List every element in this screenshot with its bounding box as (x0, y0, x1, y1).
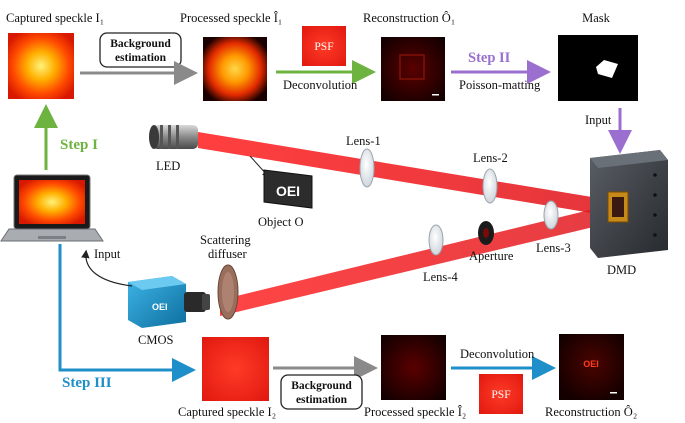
illumination-beam (198, 132, 610, 216)
scattering-label-line1: Scattering (200, 233, 251, 247)
background-estimation-box-2: Background estimation (280, 374, 363, 410)
svg-text:Background: Background (291, 380, 352, 392)
object-text: OEI (276, 183, 300, 199)
cmos-logo: OEI (152, 302, 168, 312)
dmd-icon (590, 150, 668, 258)
reconstruction-2-label: Reconstruction Ô₂ (545, 405, 637, 419)
scattering-diffuser-icon (217, 264, 239, 320)
input-top-label: Input (585, 113, 612, 127)
captured-speckle-1-label: Captured speckle I₁ (6, 11, 104, 25)
svg-text:PSF: PSF (491, 389, 510, 401)
deconvolution-2-label: Deconvolution (460, 347, 535, 361)
reconstruction-2-image: OEI (559, 334, 624, 400)
imaging-beam (220, 206, 606, 316)
processed-speckle-2-label: Processed speckle Î₂ (364, 405, 466, 419)
led-label: LED (156, 159, 180, 173)
object-slide: OEI (263, 169, 313, 209)
svg-text:PSF: PSF (314, 41, 333, 53)
scattering-label-line2: diffuser (208, 247, 247, 261)
svg-text:estimation: estimation (296, 394, 348, 406)
cmos-label: CMOS (138, 333, 173, 347)
aperture-icon (478, 221, 494, 245)
aperture-label: Aperture (469, 249, 514, 263)
arrow-camera-to-laptop (81, 249, 133, 287)
captured-speckle-2-label: Captured speckle I₂ (178, 405, 276, 419)
reconstruction-1-image (381, 37, 445, 101)
arrow-step-3 (58, 244, 196, 382)
svg-text:estimation: estimation (115, 52, 167, 64)
cmos-camera-icon: OEI (128, 276, 210, 328)
captured-speckle-1-image (8, 33, 74, 99)
psf-1-image: PSF (302, 26, 346, 66)
processed-speckle-2-image (381, 335, 446, 400)
dmd-label: DMD (607, 263, 636, 277)
lens-2-label: Lens-2 (473, 151, 508, 165)
mask-label: Mask (582, 11, 611, 25)
object-label: Object O (258, 215, 303, 229)
svg-text:Background: Background (110, 38, 171, 50)
captured-speckle-2-image (202, 337, 269, 401)
lens-1 (359, 148, 375, 188)
mask-image (558, 35, 638, 101)
lens-4-label: Lens-4 (423, 270, 458, 284)
lens-1-label: Lens-1 (346, 134, 381, 148)
laptop-icon (0, 174, 104, 242)
background-estimation-box-1: Background estimation (99, 32, 182, 68)
reconstruction-1-label: Reconstruction Ô₁ (363, 11, 455, 25)
processed-speckle-1-label: Processed speckle Î₁ (180, 11, 282, 25)
lens-2 (482, 168, 498, 204)
psf-2-image: PSF (479, 374, 523, 414)
processed-speckle-1-image (203, 37, 267, 101)
poisson-matting-label: Poisson-matting (459, 78, 541, 92)
step-2-label: Step II (468, 50, 511, 66)
lens-4 (428, 224, 444, 256)
deconvolution-1-label: Deconvolution (283, 78, 358, 92)
reconstruction-2-text: OEI (583, 359, 599, 369)
step-3-label: Step III (62, 375, 112, 391)
step-1-label: Step I (60, 137, 98, 153)
input-left-label: Input (94, 247, 121, 261)
lens-3-label: Lens-3 (536, 241, 571, 255)
lens-3 (543, 200, 559, 230)
led-icon (149, 125, 198, 149)
